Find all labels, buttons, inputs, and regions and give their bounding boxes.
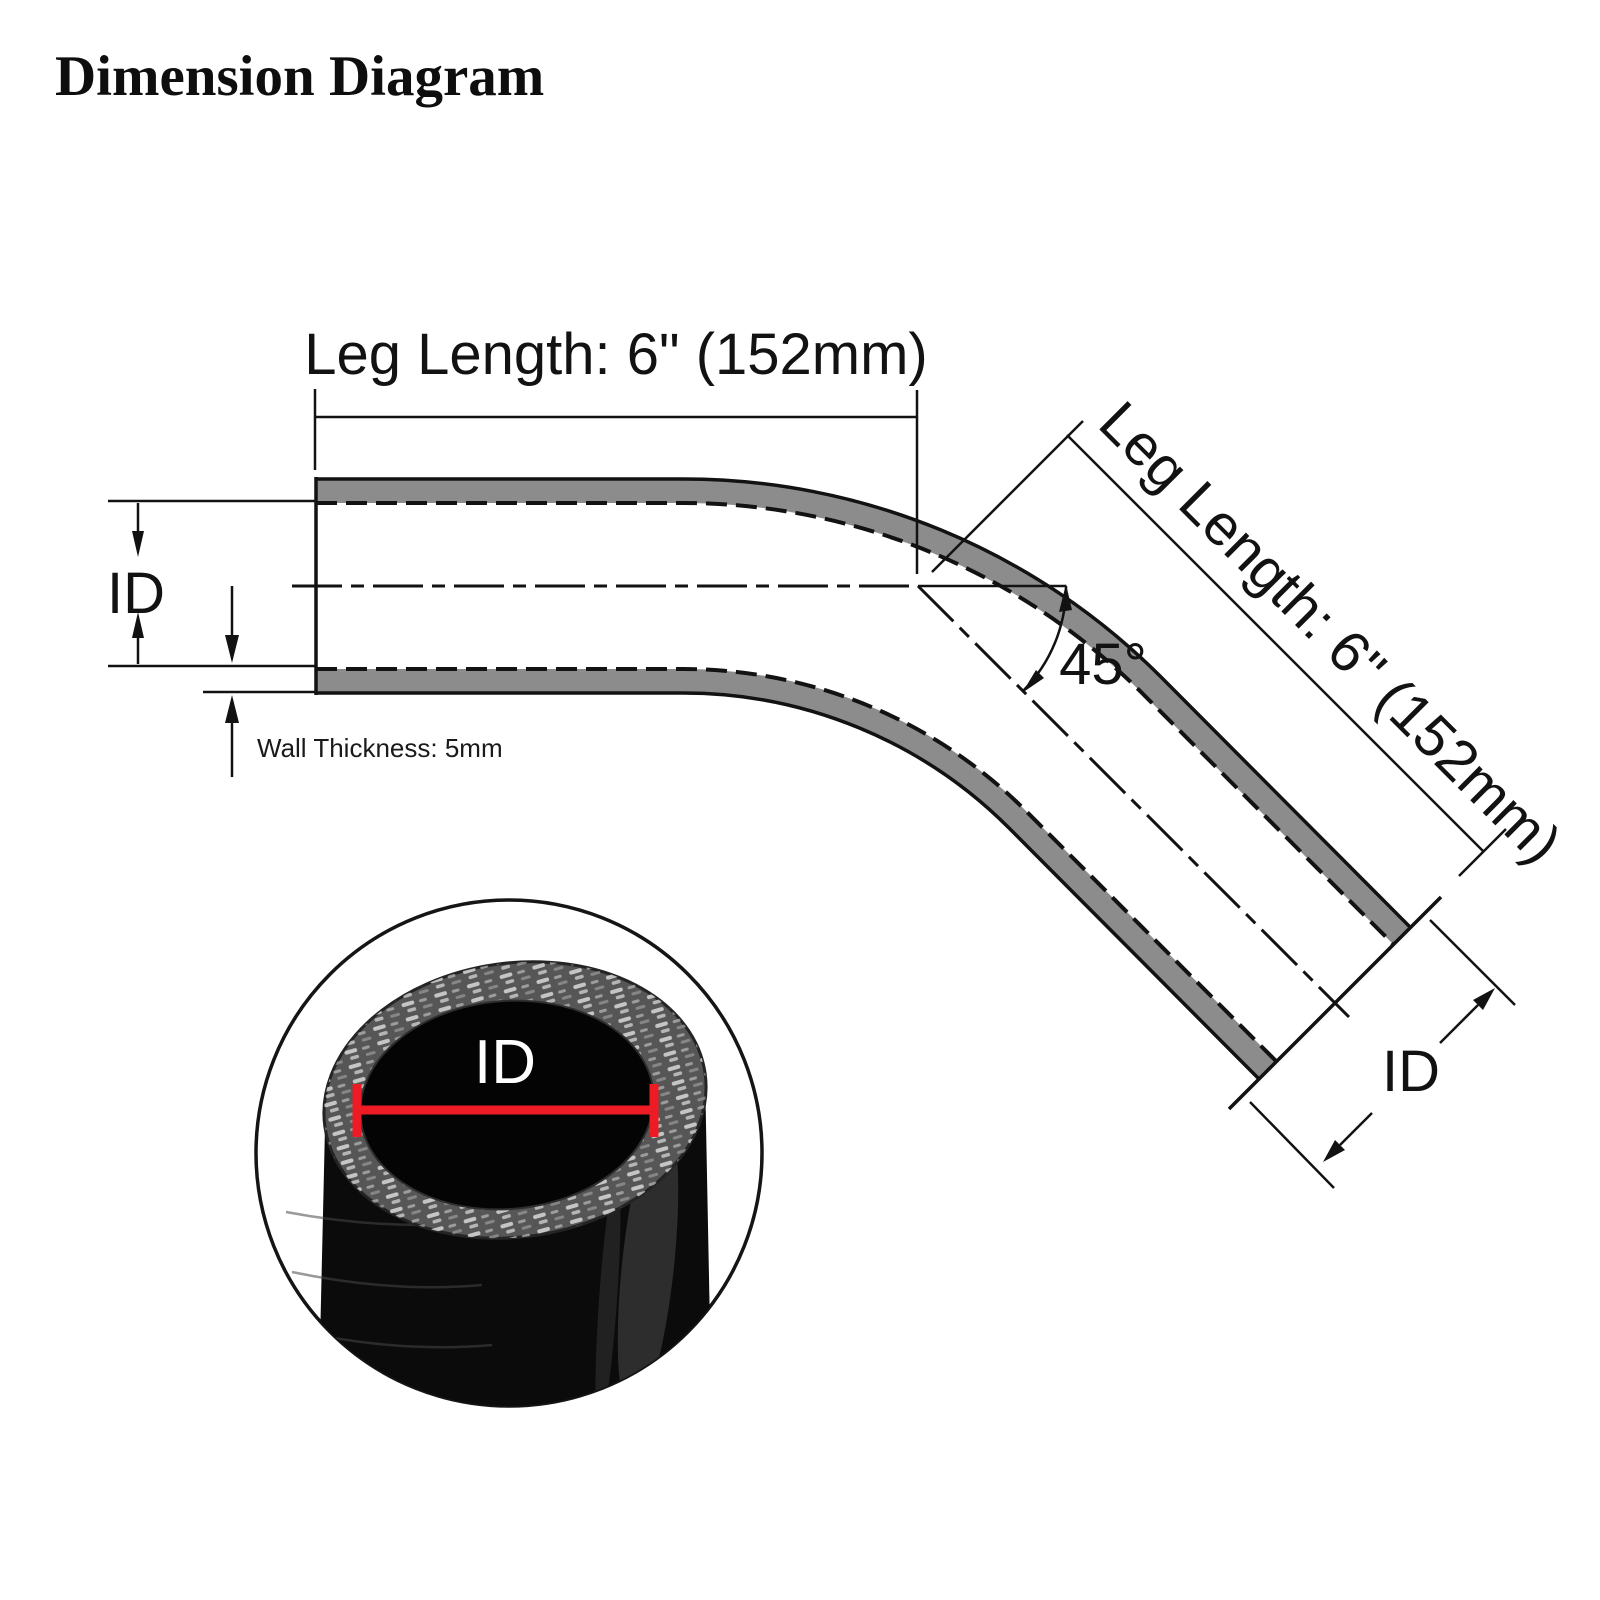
id-label-left: ID (107, 561, 165, 626)
inset-photo: ID (285, 960, 712, 1406)
right-id-extension-upper (1429, 919, 1516, 1006)
hose-bottom-wall (316, 668, 1277, 1079)
centerline-angled (916, 584, 1351, 1019)
right-id-arrow-upper-head (1473, 988, 1495, 1010)
page-title: Dimension Diagram (55, 45, 544, 108)
elbow-hose (292, 477, 1443, 1111)
top-leg-dimension: Leg Length: 6" (152mm) (304, 322, 928, 574)
hose-outer-top-edge (316, 477, 1413, 930)
hose-inner-bottom-edge-dashed (316, 666, 1279, 1064)
right-id-extension-lower (1249, 1101, 1335, 1189)
right-id-dimension: ID (1249, 919, 1516, 1189)
right-id-arrow-lower-shaft (1339, 1112, 1373, 1146)
inset-body-sheen-2 (595, 1175, 621, 1406)
top-leg-length-label: Leg Length: 6" (152mm) (304, 322, 928, 387)
hose-inner-top-edge-dashed (316, 501, 1396, 947)
id-arrow-top-head (132, 531, 144, 557)
hose-outer-bottom-edge (316, 691, 1261, 1081)
wall-arrow-up-head (225, 695, 239, 723)
inset-body-ripple-2 (291, 1270, 483, 1289)
id-label-right: ID (1382, 1039, 1440, 1104)
angle-arc-arrow-top (1059, 584, 1072, 612)
angle-value-label: 45° (1059, 632, 1147, 697)
right-id-arrow-upper-shaft (1439, 1004, 1479, 1044)
angled-dim-extension-end (1458, 828, 1507, 877)
wall-thickness-dimension: Wall Thickness: 5mm (203, 586, 503, 777)
right-id-arrow-lower-head (1323, 1140, 1345, 1162)
wall-thickness-label: Wall Thickness: 5mm (257, 733, 503, 763)
inset-hose-body (318, 1073, 712, 1406)
angle-arc-arrow-bottom (1022, 670, 1044, 693)
left-id-dimension: ID (107, 499, 315, 668)
hose-top-wall (316, 478, 1411, 945)
id-arrow-bottom-head (132, 612, 144, 638)
angled-dim-line (1066, 434, 1485, 853)
inset-body-sheen (617, 1115, 679, 1406)
angled-dim-extension-start (931, 420, 1084, 573)
inset-id-label: ID (474, 1028, 536, 1097)
hose-end-inset: ID (254, 898, 764, 1408)
angled-leg-length-label: Leg Length: 6" (152mm) (1087, 389, 1574, 876)
wall-arrow-down-head (225, 635, 239, 663)
angle-callout: 45° (918, 584, 1147, 697)
